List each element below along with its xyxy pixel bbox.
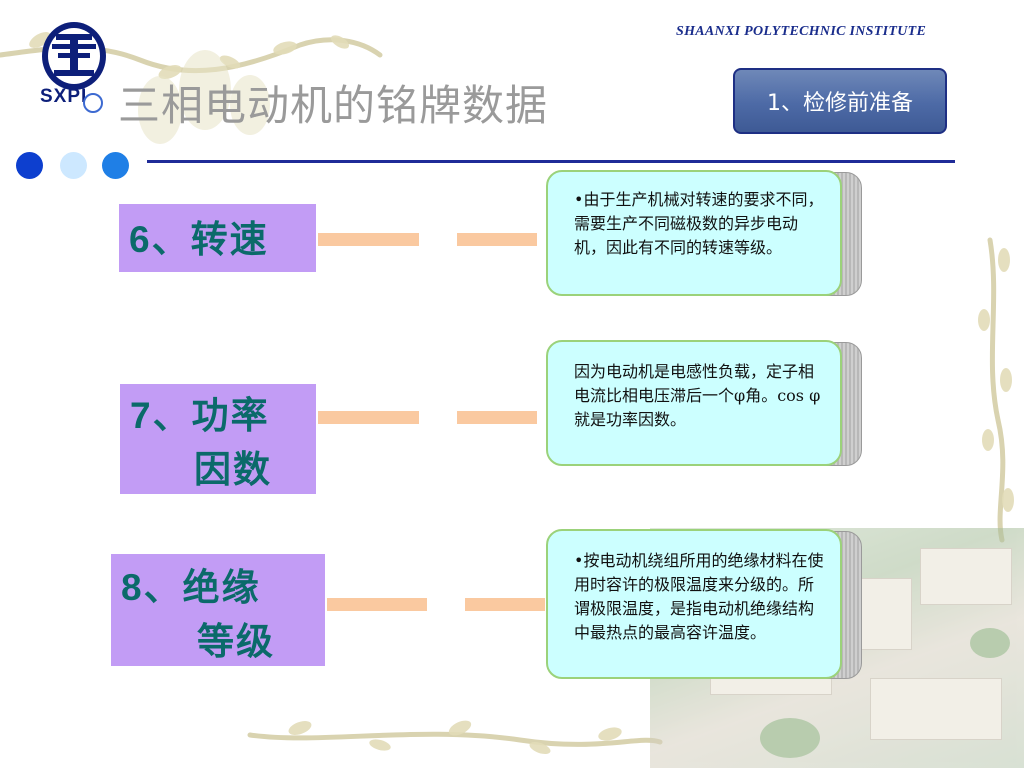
title-bullet-icon (83, 93, 103, 113)
section-button[interactable]: 1、检修前准备 (733, 68, 947, 134)
connector-dash (465, 598, 545, 611)
connector-dash (457, 411, 537, 424)
dot-icon (60, 152, 87, 179)
label-power-factor: 7、功率 因数 (120, 384, 316, 494)
label-speed: 6、转速 (119, 204, 316, 272)
title-divider (147, 160, 955, 163)
desc-card-speed: •由于生产机械对转速的要求不同，需要生产不同磁极数的异步电动机，因此有不同的转速… (546, 170, 842, 296)
connector-dash (318, 411, 419, 424)
connector-dash (457, 233, 537, 246)
logo-text: SXPI (40, 86, 88, 107)
connector-dash (318, 233, 419, 246)
dot-icon (16, 152, 43, 179)
label-insulation: 8、绝缘 等级 (111, 554, 325, 666)
dot-icon (102, 152, 129, 179)
institute-name: SHAANXI POLYTECHNIC INSTITUTE (676, 24, 927, 39)
sxpi-logo (42, 22, 106, 90)
page-title: 三相电动机的铭牌数据 (118, 81, 549, 130)
connector-dash (327, 598, 427, 611)
desc-card-power-factor: 因为电动机是电感性负载，定子相电流比相电压滞后一个φ角。cos φ就是功率因数。 (546, 340, 842, 466)
desc-card-insulation: •按电动机绕组所用的绝缘材料在使用时容许的极限温度来分级的。所谓极限温度，是指电… (546, 529, 842, 679)
